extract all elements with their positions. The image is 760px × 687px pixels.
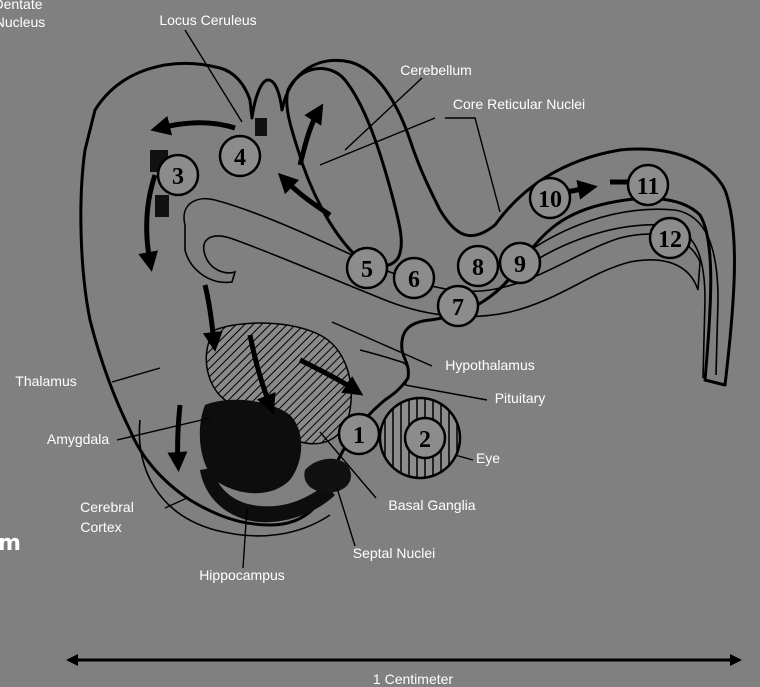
septal-blob [304,459,351,493]
marker-8: 8 [458,246,498,286]
marker-12-label: 12 [658,227,682,253]
marker-9: 9 [500,243,540,283]
marker-6-label: 6 [408,267,420,293]
label-hypothalamus: Hypothalamus [445,357,535,373]
label-cerebellum: Cerebellum [400,62,472,78]
arrow-path [160,123,235,128]
marker-7-label: 7 [452,295,464,321]
label-basal-ganglia: Basal Ganglia [388,497,475,513]
marker-5: 5 [347,248,387,288]
marker-3: 3 [158,155,198,195]
marker-10-label: 10 [538,187,562,213]
arrow-path [300,112,318,165]
label-eye: Eye [476,450,500,466]
arrow-path [178,405,180,462]
marker-9-label: 9 [514,252,526,278]
marker-4: 4 [220,136,260,176]
label-locus-ceruleus: Locus Ceruleus [159,12,256,28]
label-cerebral: Cerebral [80,499,134,515]
marker-2-label: 2 [419,427,431,453]
marker-11: 11 [628,165,668,205]
leader-cerebral-cortex [165,498,187,508]
label-cortex: Cortex [80,519,121,535]
label-thalamus: Thalamus [15,373,76,389]
marker-12: 12 [650,218,690,258]
marker-6: 6 [394,258,434,298]
leader-core-reticular-b [445,118,500,212]
marker-10: 10 [530,178,570,218]
marker-8-label: 8 [472,255,484,281]
marker-11-label: 11 [637,174,660,200]
marker-3-label: 3 [172,164,184,190]
label-pituitary: Pituitary [495,390,546,406]
marker-2: 2 [405,418,445,458]
marker-1-label: 1 [353,423,365,449]
dark-patch [255,118,267,136]
scale-bar: 1 Centimeter [72,660,736,687]
arrow-path [147,175,155,262]
leader-thalamus [112,368,160,382]
marker-1: 1 [339,414,379,454]
leader-eye [455,455,473,460]
marker-4-label: 4 [234,145,246,171]
cerebellum-shape [287,69,402,266]
scale-bar-label: 1 Centimeter [373,671,453,687]
label-dentate: Dentate [0,0,43,12]
arrow-path [205,285,214,342]
dark-patch [155,195,169,217]
leader-hypothalamus [332,322,432,366]
label-hippocampus: Hippocampus [199,567,285,583]
marker-7: 7 [438,286,478,326]
marker-5-label: 5 [361,257,373,283]
hypothalamus-stalk [360,350,408,385]
label-nucleus: Nucleus [0,14,45,30]
arrow-path [285,180,330,215]
cropped-left-text: m [0,531,21,556]
label-septal-nuclei: Septal Nuclei [353,545,436,561]
leader-septal-nuclei [337,488,355,546]
label-core-reticular-nuclei: Core Reticular Nuclei [453,96,585,112]
label-amygdala: Amygdala [47,431,109,447]
